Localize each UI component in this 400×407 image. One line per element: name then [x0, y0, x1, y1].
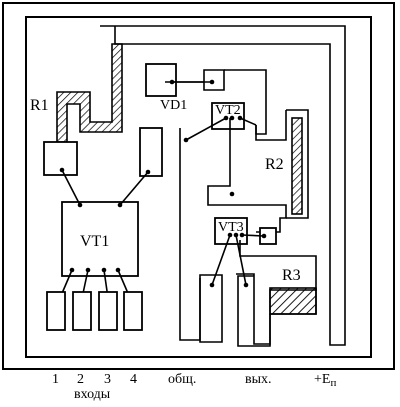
vt2-vt3-trace: [207, 118, 287, 233]
r3-resistor: [269, 287, 317, 315]
substrate-inner: [25, 16, 372, 358]
pin-3-label: 3: [104, 372, 111, 387]
vd1-connector-pad: [139, 127, 163, 177]
bond-dot: [69, 267, 75, 273]
vt2-chip: [211, 102, 245, 130]
r1-resistor: [56, 43, 123, 143]
vd1-label: VD1: [160, 98, 187, 113]
supply-label-sub: п: [330, 377, 336, 389]
vt3-chip: [214, 217, 248, 245]
pin-2-label: 2: [77, 372, 84, 387]
vt3-wire-left: [211, 234, 231, 286]
substrate-outer: [2, 2, 395, 370]
vt3-label: VT3: [218, 220, 244, 235]
bond-dot: [145, 169, 151, 175]
bond-dot: [229, 191, 235, 197]
input-pad-3: [98, 291, 118, 331]
r1-label: R1: [30, 97, 49, 114]
input-pad-1: [46, 291, 66, 331]
input-pad-4: [123, 291, 143, 331]
vt2-label: VT2: [215, 103, 241, 118]
supply-label-main: +E: [314, 372, 330, 387]
bond-dot: [229, 115, 235, 121]
r2-resistor: [291, 117, 303, 215]
vt1-chip: [61, 201, 139, 277]
supply-label: +Eп: [314, 372, 336, 389]
common-pad: [199, 274, 223, 343]
output-label: вых.: [245, 372, 272, 387]
bond-dot: [101, 267, 107, 273]
bond-dot: [77, 202, 83, 208]
r2-lead: [255, 109, 309, 219]
inputs-label: входы: [74, 387, 111, 402]
common-left-trace: [179, 128, 201, 341]
vt2-wire-right: [239, 117, 257, 126]
bond-dot: [115, 267, 121, 273]
r3-label: R3: [282, 267, 301, 284]
vt1-bond-vd1: [119, 171, 149, 206]
input-pad-2: [72, 291, 92, 331]
bond-dot: [117, 202, 123, 208]
bond-dot: [59, 167, 65, 173]
r3-output-trace: [237, 275, 317, 347]
common-label: общ.: [168, 372, 196, 387]
pin-4-label: 4: [130, 372, 137, 387]
vt1-label: VT1: [80, 233, 109, 250]
bond-dot: [85, 267, 91, 273]
vt3-wire-collector: [241, 234, 265, 237]
vt1-bond-r1: [61, 169, 81, 206]
r2-label: R2: [265, 156, 284, 173]
vt2-wire-left: [185, 117, 227, 141]
vt3-wire-right: [235, 234, 247, 286]
pin-1-label: 1: [52, 372, 59, 387]
